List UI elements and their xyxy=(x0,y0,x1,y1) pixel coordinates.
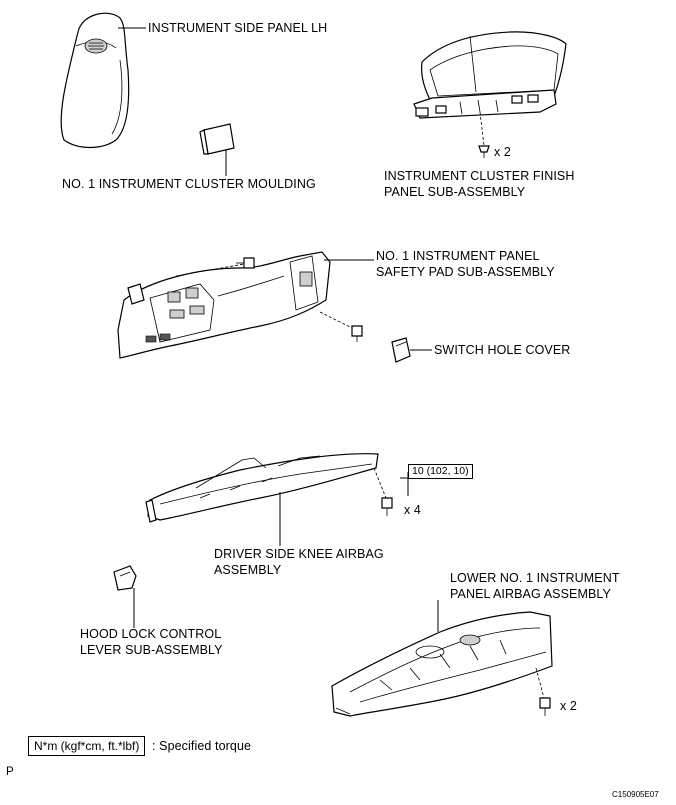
clip-fastener xyxy=(478,145,490,158)
bolt-fastener xyxy=(381,497,393,516)
bolt-fastener xyxy=(236,257,255,269)
hood-lock-label-1: HOOD LOCK CONTROL xyxy=(80,627,222,641)
torque-legend-text: : Specified torque xyxy=(152,739,252,753)
bolt-fastener xyxy=(539,697,551,716)
page-marker: P xyxy=(6,766,14,778)
figure-code: C150905E07 xyxy=(612,790,659,799)
lower-airbag-part xyxy=(331,611,553,717)
safety-pad-label-2: SAFETY PAD SUB-ASSEMBLY xyxy=(376,265,555,279)
safety-pad-part xyxy=(117,251,331,359)
lower-airbag-label-1: LOWER NO. 1 INSTRUMENT xyxy=(450,571,620,585)
lower-airbag-label-2: PANEL AIRBAG ASSEMBLY xyxy=(450,587,611,601)
switch-hole-cover-label: SWITCH HOLE COVER xyxy=(434,343,571,357)
cluster-moulding-part xyxy=(199,123,235,155)
knee-airbag-label-2: ASSEMBLY xyxy=(214,563,282,577)
side-panel-label: INSTRUMENT SIDE PANEL LH xyxy=(148,21,328,35)
switch-hole-cover-part xyxy=(391,337,411,363)
knee-airbag-label-1: DRIVER SIDE KNEE AIRBAG xyxy=(214,547,384,561)
torque-legend-box: N*m (kgf*cm, ft.*lbf) xyxy=(28,736,146,756)
knee-airbag-torque-box: 10 (102, 10) xyxy=(408,464,473,479)
hood-lock-label-2: LEVER SUB-ASSEMBLY xyxy=(80,643,223,657)
cluster-finish-label-2: PANEL SUB-ASSEMBLY xyxy=(384,185,526,199)
knee-bolts-qty: x 4 xyxy=(404,503,421,517)
cluster-finish-panel-part xyxy=(413,31,567,119)
instrument-side-panel-part xyxy=(60,12,130,149)
cluster-moulding-label: NO. 1 INSTRUMENT CLUSTER MOULDING xyxy=(62,177,316,191)
cluster-finish-label-1: INSTRUMENT CLUSTER FINISH xyxy=(384,169,575,183)
cluster-clips-qty: x 2 xyxy=(494,145,511,159)
bolt-fastener xyxy=(351,325,363,342)
lower-bolts-qty: x 2 xyxy=(560,699,577,713)
knee-airbag-part xyxy=(145,453,379,523)
safety-pad-label-1: NO. 1 INSTRUMENT PANEL xyxy=(376,249,540,263)
hood-lock-lever-part xyxy=(113,565,137,591)
